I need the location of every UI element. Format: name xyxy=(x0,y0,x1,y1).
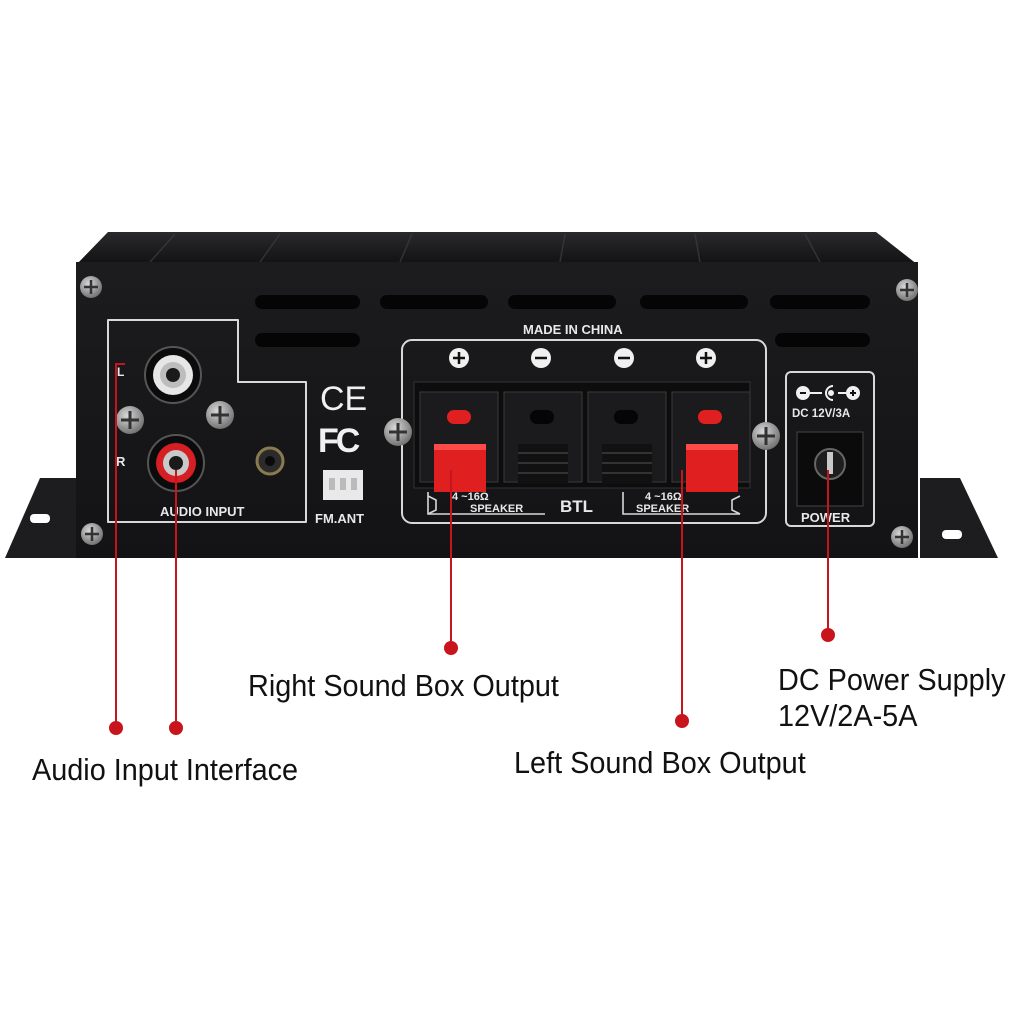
speaker-right-ohm: 4 ~16Ω xyxy=(452,491,489,503)
channel-l-label: L xyxy=(117,365,124,379)
dc-polarity-icon xyxy=(796,385,860,401)
ce-mark: CE xyxy=(320,380,367,418)
dc-power-caption-line1: DC Power Supply xyxy=(778,662,1006,697)
screw-icon xyxy=(80,276,102,298)
mounting-flange-right xyxy=(920,478,998,558)
speaker-icon xyxy=(427,492,741,515)
mounting-flange-left xyxy=(5,478,80,558)
power-section-outline xyxy=(785,371,875,527)
audio-input-outline xyxy=(107,319,307,523)
speaker-terminal-right-negative[interactable] xyxy=(503,391,583,484)
fcc-mark: FC xyxy=(318,422,360,460)
terminal-polarity-icons xyxy=(449,348,716,368)
callout-line-audio-input-left xyxy=(109,363,125,735)
speaker-terminal-left-negative[interactable] xyxy=(587,391,667,484)
screw-icon xyxy=(384,418,412,446)
made-in-label: MADE IN CHINA xyxy=(523,322,623,337)
vent-slots xyxy=(255,295,870,347)
fm-antenna-connector[interactable] xyxy=(323,470,363,500)
screw-icon xyxy=(116,406,144,434)
left-output-caption: Left Sound Box Output xyxy=(514,745,806,780)
power-label: POWER xyxy=(801,510,851,525)
screw-icon xyxy=(752,422,780,450)
speaker-terminal-left-positive[interactable] xyxy=(671,391,751,492)
fm-antenna-jack[interactable] xyxy=(255,446,285,476)
callout-line-left-output xyxy=(675,470,689,728)
callout-line-right-output xyxy=(444,470,458,655)
speaker-terminal-right-positive[interactable] xyxy=(419,391,499,492)
right-output-caption: Right Sound Box Output xyxy=(248,668,559,703)
speaker-left-ohm: 4 ~16Ω xyxy=(645,491,682,503)
rca-jack-left[interactable] xyxy=(144,346,202,404)
audio-input-caption: Audio Input Interface xyxy=(32,752,299,787)
callout-line-audio-input-right xyxy=(169,470,183,735)
screw-icon xyxy=(891,526,913,548)
speaker-right-label: SPEAKER xyxy=(470,503,523,515)
speaker-left-label: SPEAKER xyxy=(636,503,689,515)
dc-power-jack[interactable] xyxy=(796,431,864,507)
channel-r-label: R xyxy=(116,454,126,469)
dc-rating-label: DC 12V/3A xyxy=(792,408,850,420)
chassis-top xyxy=(76,232,918,265)
screw-icon xyxy=(81,523,103,545)
dc-power-caption-line2: 12V/2A-5A xyxy=(778,698,918,733)
fm-ant-label: FM.ANT xyxy=(315,511,364,526)
screw-icon xyxy=(206,401,234,429)
btl-label: BTL xyxy=(560,497,593,516)
callout-line-dc-power xyxy=(821,470,835,642)
screw-icon xyxy=(896,279,918,301)
audio-input-label: AUDIO INPUT xyxy=(160,504,245,519)
